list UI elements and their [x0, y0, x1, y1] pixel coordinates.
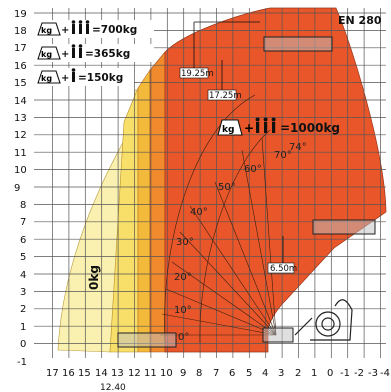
- person-icon: + + +: [61, 20, 90, 84]
- x-tick: 3: [278, 368, 284, 379]
- height-markers: 19.25m 17.25m 6.50m: [179, 21, 297, 274]
- x-tick: -3: [368, 368, 378, 379]
- zone-700kg: [149, 51, 166, 353]
- angle-label: 10°: [174, 305, 192, 316]
- svg-text:+: +: [244, 121, 254, 135]
- angle-label: 40°: [190, 207, 208, 218]
- svg-text:kg: kg: [41, 26, 52, 35]
- y-tick: 10: [14, 165, 27, 176]
- standard-label: EN 280: [338, 14, 382, 27]
- capacity-1000kg: =1000kg: [280, 121, 340, 135]
- machine-sketch: [294, 299, 353, 341]
- x-tick: 17: [46, 368, 59, 379]
- x-tick: 16: [62, 368, 75, 379]
- angle-label: 50°: [218, 182, 236, 193]
- x-tick: 1: [311, 368, 317, 379]
- angle-label: 74°: [289, 142, 307, 153]
- x-tick: 8: [196, 368, 202, 379]
- angle-label: 0°: [178, 332, 189, 343]
- y-tick: 7: [20, 217, 26, 228]
- angle-labels: 0° 10° 20° 30° 40° 50° 60° 70° 74°: [174, 142, 307, 343]
- y-tick: 15: [14, 78, 27, 89]
- x-axis-ticks: 17 16 15 14 13 12 11 10 9 8 7 6 5 4 3 2 …: [46, 368, 390, 392]
- y-tick: 19: [14, 9, 27, 20]
- svg-text:kg: kg: [41, 74, 52, 83]
- y-tick: 14: [14, 96, 27, 107]
- y-tick: 6: [20, 235, 26, 246]
- legend-150kg: =150kg: [78, 72, 123, 84]
- y-tick: -1: [17, 357, 27, 368]
- y-tick: 13: [14, 113, 27, 124]
- angle-label: 70°: [274, 150, 292, 161]
- x-extra-label: 12.40: [100, 383, 126, 392]
- x-tick: -1: [340, 368, 350, 379]
- height-label: 6.50m: [270, 264, 297, 274]
- x-tick: 6: [229, 368, 235, 379]
- x-tick: 7: [213, 368, 219, 379]
- kg-weight-icon: [217, 119, 243, 136]
- platform-positions: [117, 36, 376, 348]
- angle-label: 30°: [176, 237, 194, 248]
- x-tick: 13: [111, 368, 124, 379]
- person-icon: [255, 117, 276, 133]
- svg-text:kg: kg: [222, 125, 234, 135]
- y-tick: 16: [14, 61, 27, 72]
- x-tick: 5: [246, 368, 252, 379]
- main-zone-label: kg + =1000kg: [217, 117, 340, 136]
- x-tick: 0: [327, 368, 333, 379]
- svg-text:+: +: [61, 25, 69, 36]
- y-tick: 2: [20, 304, 26, 315]
- height-label: 17.25m: [209, 91, 242, 101]
- capacity-legend: kg kg kg + + + =700kg =365kg =150kg: [34, 20, 154, 86]
- y-tick: 8: [20, 200, 26, 211]
- y-tick: 0: [20, 339, 26, 350]
- zone-365kg: [137, 69, 151, 353]
- x-tick: 11: [144, 368, 157, 379]
- y-tick: 3: [20, 287, 26, 298]
- angle-label: 20°: [174, 272, 192, 283]
- platform-right: [312, 219, 376, 235]
- angle-rays: [160, 94, 277, 344]
- angle-label: 60°: [244, 164, 262, 175]
- svg-text:kg: kg: [41, 50, 52, 59]
- x-tick: 14: [95, 368, 108, 379]
- platform-low: [117, 332, 177, 348]
- x-tick: 9: [180, 368, 186, 379]
- platform-top: [263, 36, 333, 52]
- x-tick: 12: [128, 368, 141, 379]
- y-tick: 4: [20, 270, 26, 281]
- svg-text:+: +: [61, 49, 69, 60]
- y-tick: 12: [14, 130, 27, 141]
- y-tick: 18: [14, 26, 27, 37]
- x-tick: 2: [295, 368, 301, 379]
- platform-ground: [262, 327, 294, 343]
- x-tick: 4: [262, 368, 268, 379]
- x-tick: 10: [160, 368, 173, 379]
- kg-weight-icon: kg kg kg: [37, 22, 61, 84]
- y-axis-ticks: -1 0 1 2 3 4 5 6 7 8 9 10 11 12 13 14 15…: [14, 9, 27, 368]
- x-tick: -4: [380, 368, 390, 379]
- height-label: 19.25m: [181, 69, 214, 79]
- svg-text:+: +: [61, 73, 69, 84]
- x-tick: 15: [78, 368, 91, 379]
- capacity-0kg: 0kg: [87, 265, 101, 290]
- y-tick: 5: [20, 252, 26, 263]
- y-tick: 9: [14, 183, 20, 194]
- x-tick: -2: [354, 368, 364, 379]
- y-tick: 11: [14, 148, 27, 159]
- legend-700kg: =700kg: [92, 24, 137, 36]
- legend-365kg: =365kg: [85, 48, 130, 60]
- y-tick: 17: [14, 43, 27, 54]
- y-tick: 1: [20, 322, 26, 333]
